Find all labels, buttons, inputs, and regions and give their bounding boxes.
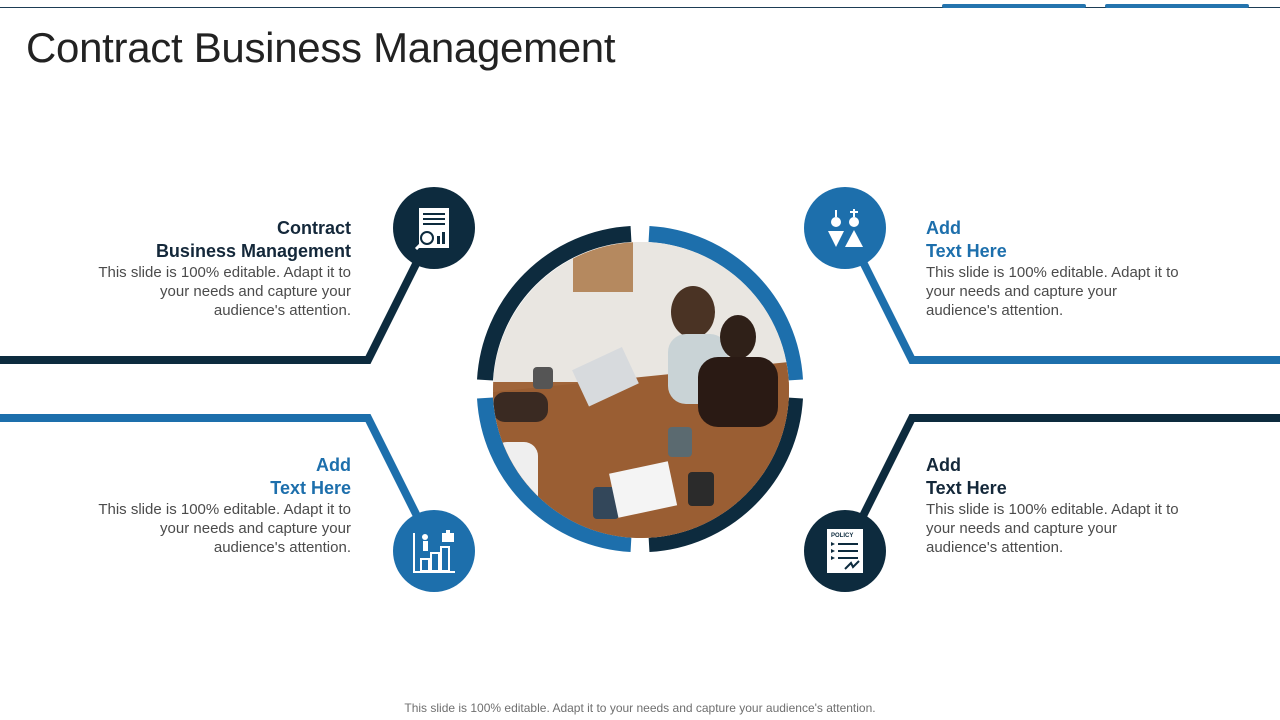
- contract-document-icon: [393, 187, 475, 269]
- ring-arc-top-left: [477, 226, 632, 381]
- item-heading-line2: Text Here: [926, 478, 1007, 498]
- growth-stairs-icon: [393, 510, 475, 592]
- item-contract-business-management: Contract Business Management This slide …: [91, 217, 351, 320]
- item-heading-line1: Add: [316, 455, 351, 475]
- connector-line-top-right: [843, 228, 1280, 364]
- item-heading-line2: Text Here: [926, 241, 1007, 261]
- item-heading: Add Text Here: [926, 217, 1186, 263]
- item-heading-line2: Text Here: [270, 478, 351, 498]
- item-heading-line1: Contract: [276, 218, 351, 238]
- connector-line-bottom-left: [0, 414, 437, 550]
- item-bottom-left: Add Text Here This slide is 100% editabl…: [91, 454, 351, 557]
- ring-arc-bottom-left: [477, 397, 632, 552]
- meeting-photo: [493, 242, 789, 538]
- page-title: Contract Business Management: [26, 24, 616, 71]
- item-heading-line1: Add: [926, 218, 961, 238]
- top-tab: [942, 4, 1086, 8]
- item-heading: Contract Business Management: [91, 217, 351, 263]
- top-rule: [0, 7, 1280, 8]
- footer-note: This slide is 100% editable. Adapt it to…: [404, 701, 876, 715]
- item-bottom-right: Add Text Here This slide is 100% editabl…: [926, 454, 1186, 557]
- item-heading: Add Text Here: [91, 454, 351, 500]
- item-heading-line2: Business Management: [155, 241, 351, 261]
- item-top-right: Add Text Here This slide is 100% editabl…: [926, 217, 1186, 320]
- item-heading-line1: Add: [926, 455, 961, 475]
- svg-text:POLICY: POLICY: [831, 533, 853, 539]
- item-body: This slide is 100% editable. Adapt it to…: [926, 264, 1179, 319]
- ring-arc-top-right: [648, 226, 803, 381]
- item-body: This slide is 100% editable. Adapt it to…: [926, 501, 1179, 556]
- ring-arc-bottom-right: [648, 397, 803, 552]
- meeting-photo-illustration: [493, 242, 789, 538]
- item-body: This slide is 100% editable. Adapt it to…: [98, 264, 351, 319]
- balance-shapes-icon: [804, 187, 886, 269]
- item-body: This slide is 100% editable. Adapt it to…: [98, 501, 351, 556]
- connector-line-bottom-right: [843, 414, 1280, 550]
- policy-document-icon: POLICY: [804, 510, 886, 592]
- top-tab: [1105, 4, 1249, 8]
- item-heading: Add Text Here: [926, 454, 1186, 500]
- connector-line-top-left: [0, 228, 437, 364]
